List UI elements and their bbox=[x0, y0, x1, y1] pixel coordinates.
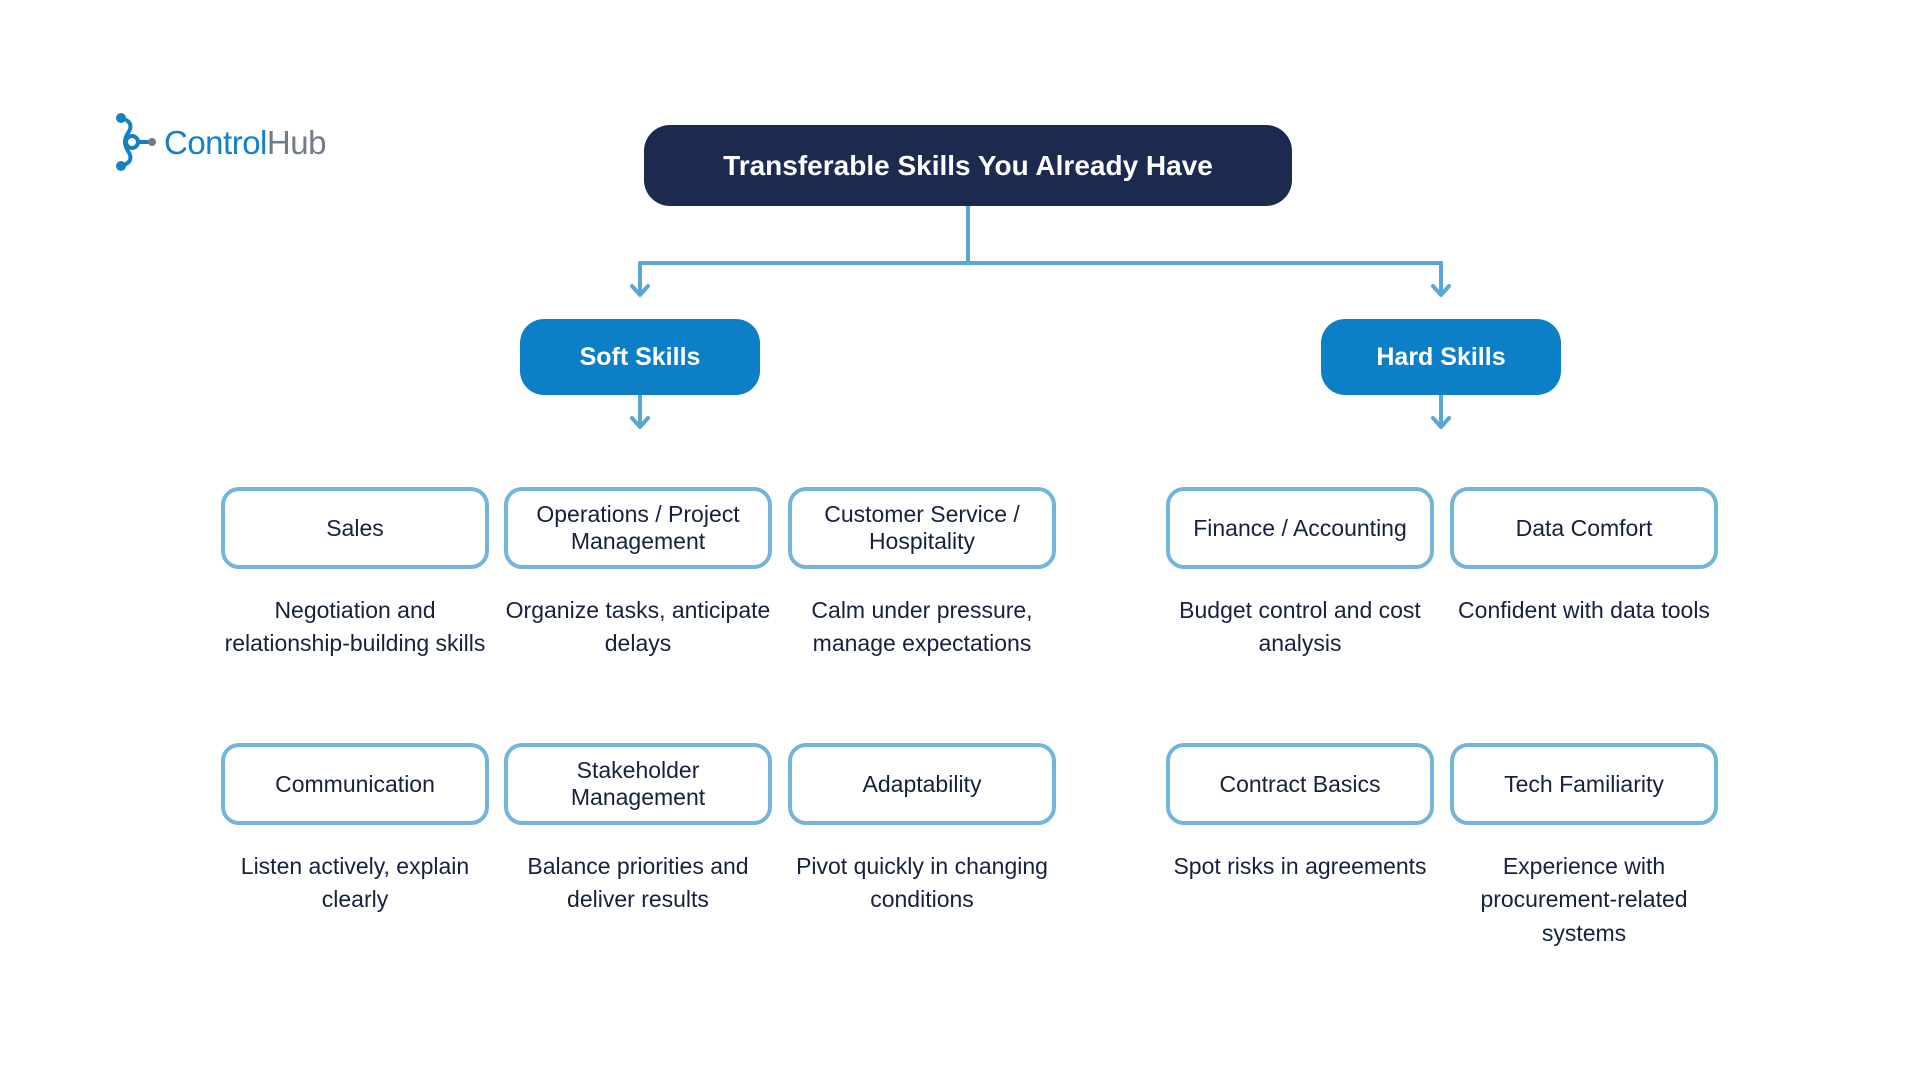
skill-card-finance: Finance / Accounting bbox=[1166, 487, 1434, 569]
category-hard-skills: Hard Skills bbox=[1321, 319, 1561, 395]
diagram-title: Transferable Skills You Already Have bbox=[644, 125, 1292, 206]
skill-card-customer-service: Customer Service / Hospitality bbox=[788, 487, 1056, 569]
skill-description-tech-familiarity: Experience with procurement-related syst… bbox=[1480, 853, 1688, 946]
hard-down-arrowhead bbox=[1431, 416, 1451, 429]
controlhub-logo: ControlHub bbox=[114, 113, 326, 171]
skill-description-stakeholder-management: Balance priorities and deliver results bbox=[527, 853, 749, 913]
logo-mark-icon bbox=[116, 113, 156, 171]
soft-arrowhead bbox=[630, 284, 650, 297]
logo-wordmark: ControlHub bbox=[164, 126, 326, 159]
logo-text-hub: Hub bbox=[266, 123, 327, 161]
skill-description-communication: Listen actively, explain clearly bbox=[240, 853, 470, 913]
skill-card-adaptability: Adaptability bbox=[788, 743, 1056, 825]
skill-description-customer-service: Calm under pressure, manage expectations bbox=[811, 597, 1033, 657]
category-soft-skills: Soft Skills bbox=[520, 319, 760, 395]
skill-card-communication: Communication bbox=[221, 743, 489, 825]
hard-arrowhead bbox=[1431, 284, 1451, 297]
soft-down-arrowhead bbox=[630, 416, 650, 429]
skill-description-finance: Budget control and cost analysis bbox=[1179, 597, 1421, 657]
skill-card-tech-familiarity: Tech Familiarity bbox=[1450, 743, 1718, 825]
skill-description-sales: Negotiation and relationship-building sk… bbox=[224, 597, 486, 657]
skill-card-operations: Operations / Project Management bbox=[504, 487, 772, 569]
skill-card-contract-basics: Contract Basics bbox=[1166, 743, 1434, 825]
skill-card-sales: Sales bbox=[221, 487, 489, 569]
skill-card-stakeholder-management: Stakeholder Management bbox=[504, 743, 772, 825]
skill-description-contract-basics: Spot risks in agreements bbox=[1173, 853, 1427, 879]
skill-description-data-comfort: Confident with data tools bbox=[1458, 597, 1710, 623]
skill-card-data-comfort: Data Comfort bbox=[1450, 487, 1718, 569]
skill-description-adaptability: Pivot quickly in changing conditions bbox=[796, 853, 1048, 913]
skill-description-operations: Organize tasks, anticipate delays bbox=[505, 597, 771, 657]
logo-text-control: Control bbox=[164, 123, 267, 161]
